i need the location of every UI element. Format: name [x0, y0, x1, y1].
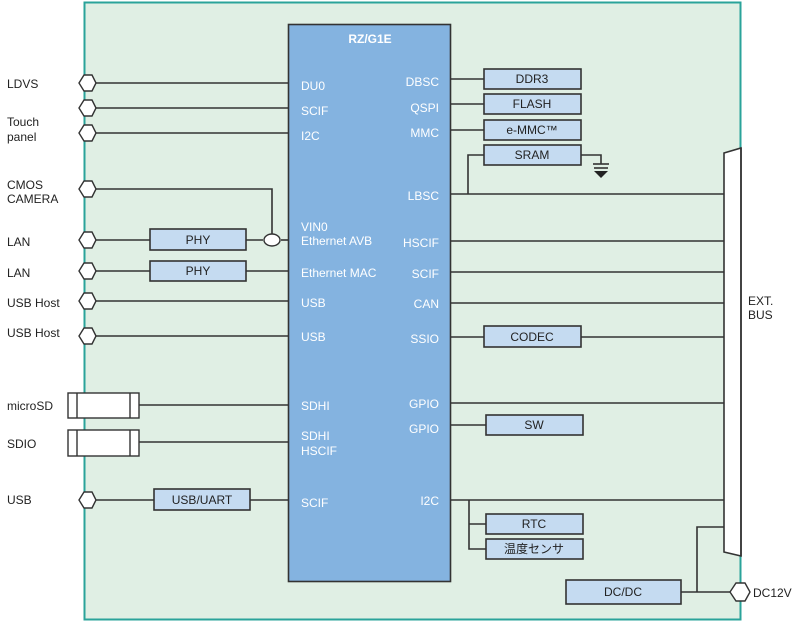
port-usb-1: USB	[301, 296, 326, 310]
block-label-usb-uart: USB/UART	[172, 493, 233, 507]
label-camera: CAMERA	[7, 192, 58, 206]
connector-ldvs[interactable]	[78, 74, 97, 92]
port-usb-2: USB	[301, 330, 326, 344]
block-sram[interactable]	[483, 144, 582, 166]
block-ddr3[interactable]	[483, 68, 582, 90]
port-scif-left-1: SCIF	[301, 104, 328, 118]
block-codec[interactable]	[483, 325, 582, 348]
chip-title: RZ/G1E	[348, 32, 391, 46]
port-sdhi-1: SDHI	[301, 399, 330, 413]
port-gpio-2: GPIO	[409, 422, 439, 436]
label-lan-2: LAN	[7, 266, 30, 280]
label-panel: panel	[7, 130, 36, 144]
port-ethernet-avb: Ethernet AVB	[301, 234, 372, 248]
block-label-emmc: e-MMC™	[506, 123, 557, 137]
connector-dc12v[interactable]	[729, 582, 751, 602]
block-label-rtc: RTC	[522, 517, 547, 531]
port-lbsc: LBSC	[408, 189, 440, 203]
block-rtc[interactable]	[485, 513, 584, 535]
port-vin0: VIN0	[301, 220, 328, 234]
connector-lan-1[interactable]	[78, 231, 97, 249]
label-touch: Touch	[7, 115, 39, 129]
junction-vin0-avb	[263, 233, 281, 247]
slot-sdio[interactable]	[67, 429, 140, 457]
port-hscif-left: HSCIF	[301, 444, 337, 458]
label-cmos: CMOS	[7, 178, 43, 192]
block-label-ddr3: DDR3	[516, 72, 549, 86]
label-usb-host-2: USB Host	[7, 326, 60, 340]
connector-touch-1[interactable]	[78, 99, 97, 117]
label-lan-1: LAN	[7, 235, 30, 249]
port-mmc: MMC	[410, 126, 439, 140]
connector-usb-host-2[interactable]	[78, 327, 97, 345]
block-label-phy-1: PHY	[186, 233, 211, 247]
port-scif-left-2: SCIF	[301, 496, 328, 510]
label-microsd: microSD	[7, 399, 53, 413]
block-flash[interactable]	[483, 93, 582, 115]
connector-cmos[interactable]	[78, 180, 97, 198]
block-label-temp-sensor: 温度センサ	[504, 541, 564, 556]
connector-usb-host-1[interactable]	[78, 292, 97, 310]
port-ethernet-mac: Ethernet MAC	[301, 266, 377, 280]
block-label-flash: FLASH	[513, 97, 552, 111]
label-usb: USB	[7, 493, 32, 507]
port-sdhi-2: SDHI	[301, 429, 330, 443]
port-gpio-1: GPIO	[409, 397, 439, 411]
ext-bus-connector	[723, 146, 742, 558]
left-wires	[95, 82, 289, 501]
port-can: CAN	[414, 297, 439, 311]
left-connectors	[67, 74, 140, 509]
block-label-phy-2: PHY	[186, 264, 211, 278]
ground-icon	[593, 163, 609, 178]
connector-touch-2[interactable]	[78, 124, 97, 142]
connector-usb[interactable]	[78, 491, 97, 509]
label-dc12v: DC12V	[753, 586, 792, 600]
label-ext-bus-1: EXT.	[748, 294, 773, 308]
block-label-dcdc: DC/DC	[604, 585, 642, 599]
port-dbsc: DBSC	[406, 75, 440, 89]
block-phy-1[interactable]	[149, 228, 247, 251]
label-ldvs: LDVS	[7, 77, 38, 91]
port-du0: DU0	[301, 79, 325, 93]
block-dcdc[interactable]	[565, 579, 682, 605]
right-wires	[451, 78, 731, 593]
block-emmc[interactable]	[483, 119, 582, 141]
port-i2c-right: I2C	[420, 494, 439, 508]
port-hscif-right: HSCIF	[403, 236, 439, 250]
label-ext-bus-2: BUS	[748, 308, 773, 322]
block-usb-uart[interactable]	[153, 488, 251, 511]
soc-chip	[287, 23, 452, 583]
label-usb-host-1: USB Host	[7, 296, 60, 310]
block-label-sram: SRAM	[515, 148, 550, 162]
block-label-sw: SW	[524, 418, 544, 432]
block-label-codec: CODEC	[510, 330, 554, 344]
slot-microsd[interactable]	[67, 392, 140, 419]
port-scif-right: SCIF	[412, 267, 439, 281]
port-ssio: SSIO	[410, 332, 439, 346]
label-sdio: SDIO	[7, 437, 36, 451]
port-i2c-left: I2C	[301, 129, 320, 143]
block-phy-2[interactable]	[149, 260, 247, 282]
block-sw[interactable]	[485, 414, 584, 436]
connector-lan-2[interactable]	[78, 262, 97, 280]
port-qspi: QSPI	[410, 101, 439, 115]
block-temp-sensor[interactable]	[485, 538, 584, 560]
